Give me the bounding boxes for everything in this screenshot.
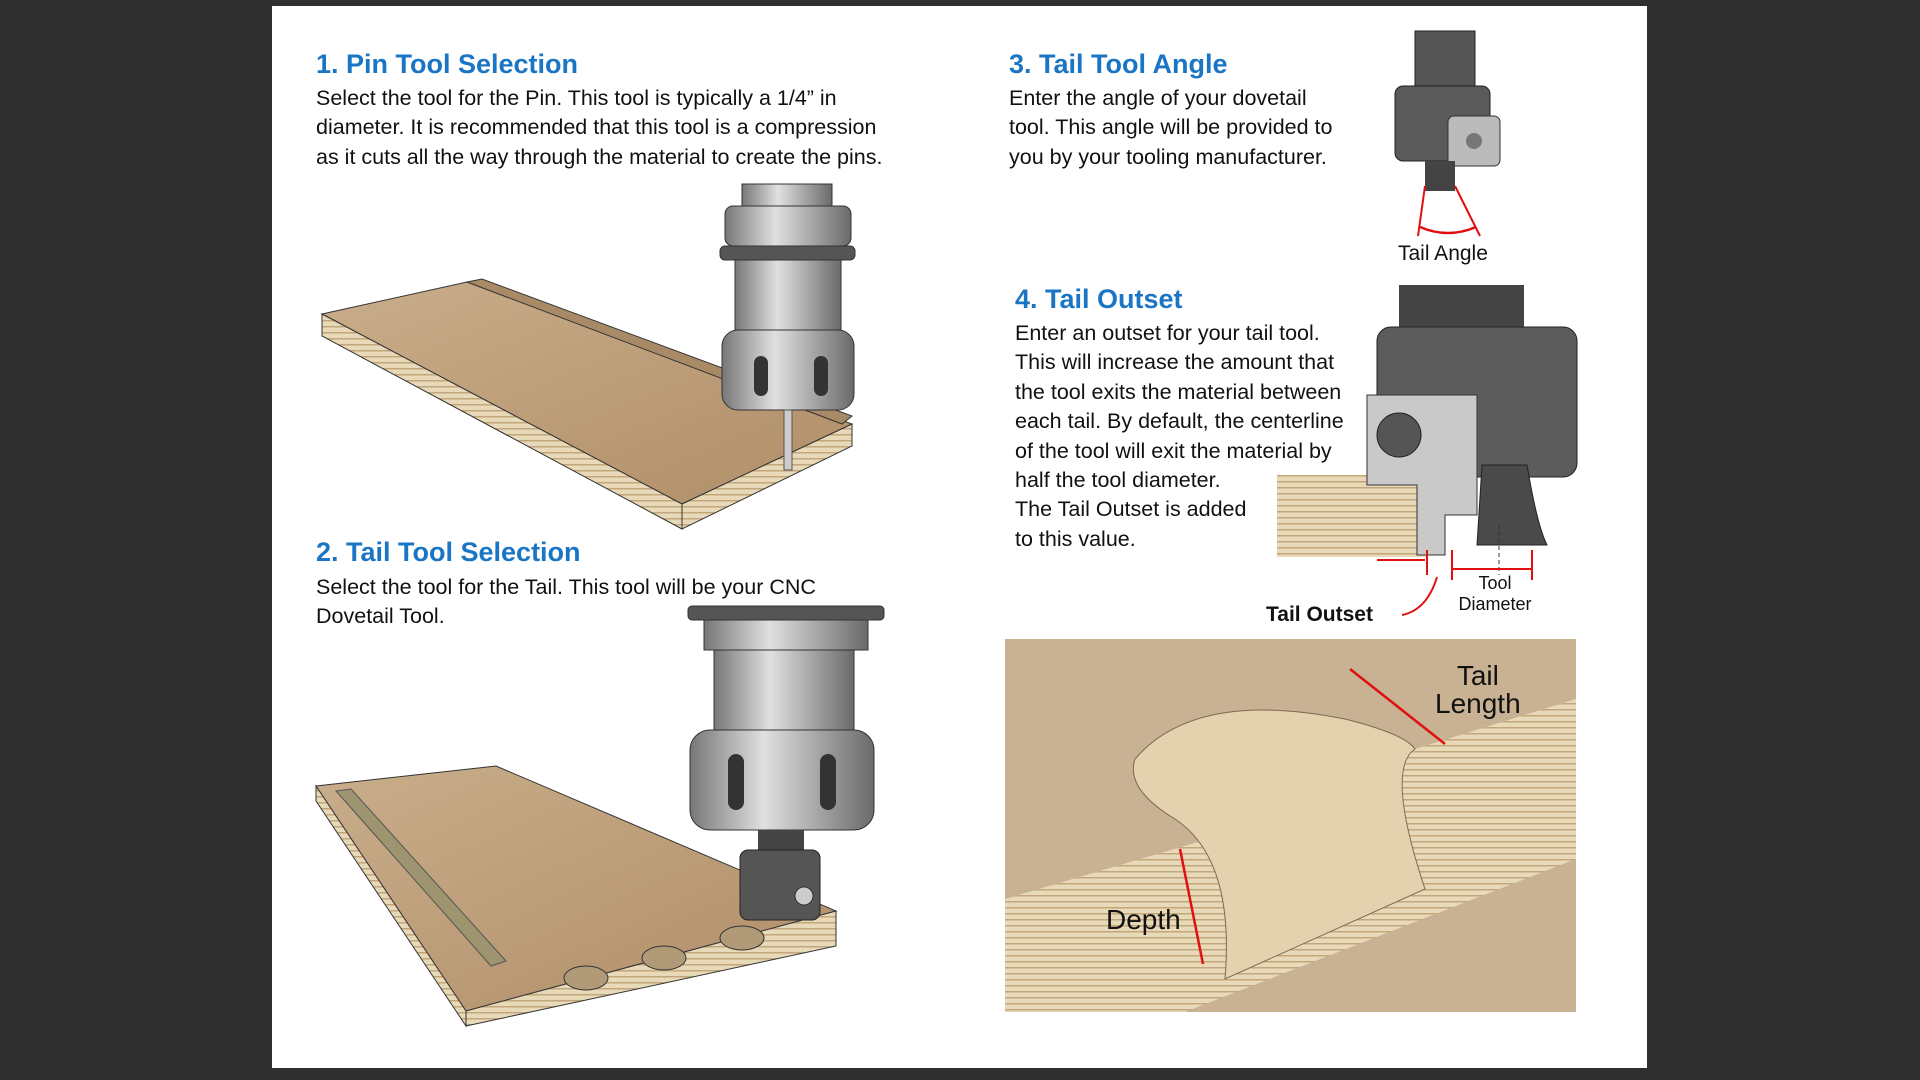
text-line: Enter the angle of your dovetail [1009,86,1307,110]
tail-length-label: Tail Length [1435,662,1521,718]
pin-tool-description: Select the tool for the Pin. This tool i… [316,84,882,172]
text-line: as it cuts all the way through the mater… [316,144,883,169]
pin-tool-heading: 1. Pin Tool Selection [316,49,579,79]
tail-angle-heading: 3. Tail Tool Angle [1009,49,1228,79]
document-page: 1. Pin Tool Selection Select the tool fo… [272,6,1647,1068]
text-line: the tool exits the material between [1015,379,1342,404]
text-line: This will increase the amount that [1015,350,1335,375]
tail-outset-diagram [1277,285,1578,616]
text-line: to this value. [1015,526,1136,551]
tail-outset-heading: 4. Tail Outset [1015,284,1183,314]
text-line: Tool [1478,573,1512,593]
text-line: Length [1435,688,1521,719]
depth-label: Depth [1106,904,1181,935]
tail-angle-description: Enter the angle of your dovetail tool. T… [1009,84,1333,172]
text-line: each tail. By default, the centerline [1015,409,1344,434]
text-line: half the tool diameter. [1015,468,1221,493]
text-line: Select the tool for the Tail. This tool … [316,575,816,599]
text-line: Dovetail Tool. [316,604,445,629]
tail-angle-label: Tail Angle [1398,242,1488,265]
tail-tool-heading: 2. Tail Tool Selection [316,537,581,567]
text-line: The Tail Outset is added [1015,497,1247,522]
tail-tool-description: Select the tool for the Tail. This tool … [316,573,816,632]
text-line: of the tool will exit the material by [1015,438,1332,463]
tail-outset-description: Enter an outset for your tail tool. This… [1015,319,1344,554]
text-line: tool. This angle will be provided to [1009,115,1333,140]
text-line: Enter an outset for your tail tool. [1015,321,1320,345]
tail-outset-label: Tail Outset [1266,603,1373,626]
text-line: diameter. It is recommended that this to… [316,115,877,140]
tail-angle-diagram [1394,30,1501,237]
tail-length-depth-photo [1005,639,1576,1012]
text-line: Diameter [1458,594,1532,614]
tail-tool-illustration [315,605,885,1028]
tool-diameter-label: Tool Diameter [1447,573,1543,615]
pin-tool-illustration [320,183,856,530]
text-line: Tail [1456,660,1499,691]
text-line: you by your tooling manufacturer. [1009,144,1327,169]
text-line: Select the tool for the Pin. This tool i… [316,86,837,110]
